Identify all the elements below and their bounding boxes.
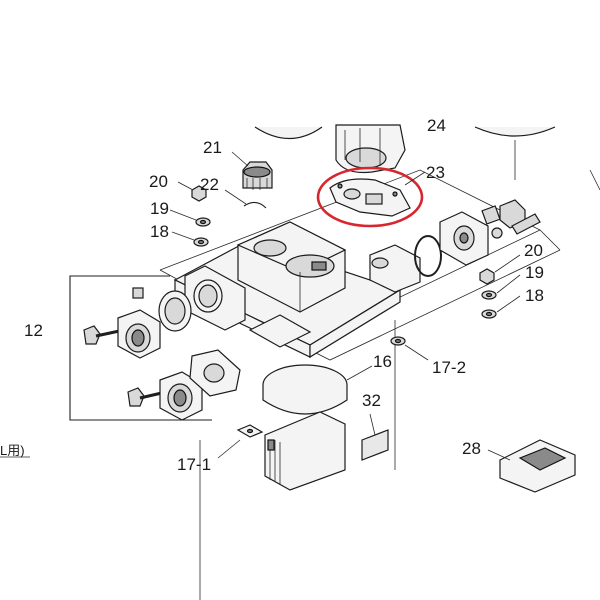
callout-23: 23: [426, 163, 445, 182]
callout-labels: 21 24 23 20 22 19 18 12 20 19 18 16 17-2…: [0, 116, 544, 474]
callout-20-right: 20: [524, 241, 543, 260]
part-16-cover: [262, 364, 373, 415]
callout-16: 16: [373, 352, 392, 371]
part-23-gasket: [316, 166, 426, 228]
part-12-assembly: [83, 287, 241, 421]
callout-18-right: 18: [525, 286, 544, 305]
usage-note: L用): [0, 443, 25, 458]
callout-17-1: 17-1: [177, 455, 211, 474]
bottom-parts: [217, 411, 576, 493]
callout-20-left: 20: [149, 172, 168, 191]
left-small-parts: [169, 181, 211, 247]
motor-housing-part: [254, 124, 556, 174]
callout-19-right: 19: [525, 263, 544, 282]
callout-18-left: 18: [150, 222, 169, 241]
callout-12: 12: [24, 321, 43, 340]
part-22-clip: [224, 189, 267, 209]
highlight-ring: [316, 166, 424, 228]
right-parts: [390, 199, 541, 361]
pump-body: [173, 221, 421, 359]
callout-32: 32: [362, 391, 381, 410]
callout-19-left: 19: [150, 199, 169, 218]
part-21-cap: [231, 151, 273, 190]
callout-24: 24: [427, 116, 446, 135]
callout-28: 28: [462, 439, 481, 458]
callout-22: 22: [200, 175, 219, 194]
callout-17-2: 17-2: [432, 358, 466, 377]
callout-21: 21: [203, 138, 222, 157]
